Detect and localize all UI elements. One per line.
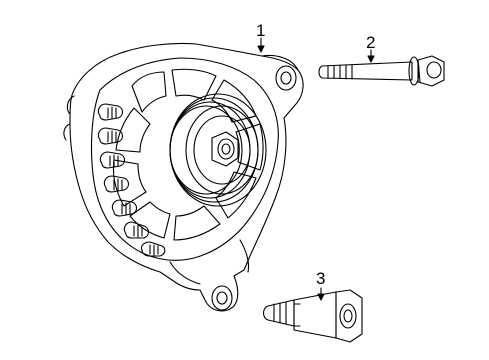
- alternator-illustration: [63, 42, 304, 312]
- pulley: [169, 93, 267, 207]
- callout-3-leader: [317, 287, 325, 301]
- stud-illustration: [262, 289, 363, 343]
- frame-spokes: [112, 68, 264, 241]
- callout-1-label: 1: [256, 21, 266, 40]
- callout-2-leader: [367, 49, 375, 63]
- callout-3-label: 3: [316, 269, 326, 288]
- callout-2-label: 2: [366, 33, 376, 52]
- vent-slots-left: [97, 103, 166, 257]
- callout-1-leader: [257, 37, 265, 53]
- bolt-illustration: [318, 55, 445, 87]
